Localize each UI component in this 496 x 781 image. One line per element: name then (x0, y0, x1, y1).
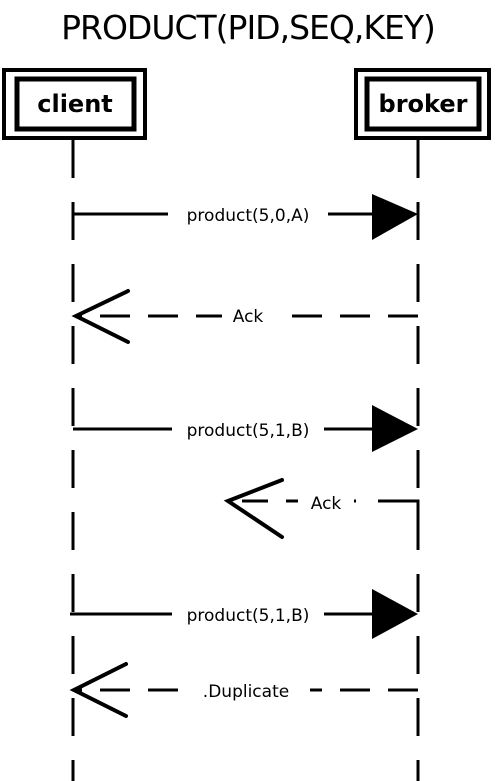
open-arrowhead (223, 478, 284, 539)
message-label: product(5,0,A) (187, 206, 310, 226)
filled-arrowhead (372, 405, 418, 452)
open-arrowhead (71, 289, 130, 344)
participant-client: client (2, 68, 147, 140)
participant-client-label: client (37, 90, 113, 118)
message-ack-lost: Ack (223, 478, 420, 539)
message-product-2: product(5,1,B) (73, 405, 418, 452)
message-label: product(5,1,B) (187, 606, 310, 626)
message-label: Ack (311, 494, 342, 514)
participant-broker: broker (354, 68, 491, 140)
message-product-3: product(5,1,B) (70, 589, 418, 639)
filled-arrowhead (372, 194, 418, 240)
message-product-1: product(5,0,A) (73, 194, 418, 240)
diagram-title: PRODUCT(PID,SEQ,KEY) (61, 8, 436, 47)
open-arrowhead (69, 662, 128, 718)
message-ack-1: Ack (71, 289, 418, 344)
message-duplicate: .Duplicate (69, 662, 418, 718)
filled-arrowhead (372, 589, 418, 639)
message-label: product(5,1,B) (187, 421, 310, 441)
message-label: Ack (233, 307, 264, 327)
participant-broker-label: broker (379, 90, 468, 118)
message-label: .Duplicate (203, 682, 289, 702)
